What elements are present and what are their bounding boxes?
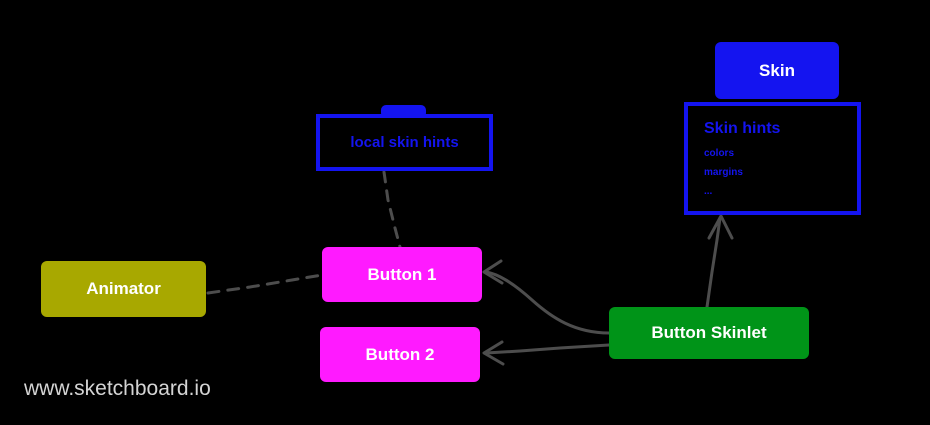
node-button-skinlet[interactable]: Button Skinlet xyxy=(609,307,809,359)
node-local-skin-hints-label: local skin hints xyxy=(350,134,459,151)
node-animator-label: Animator xyxy=(86,279,161,298)
node-button2[interactable]: Button 2 xyxy=(320,327,480,382)
node-animator[interactable]: Animator xyxy=(41,261,206,317)
node-button1-label: Button 1 xyxy=(367,264,437,284)
node-skin-hints-item: colors xyxy=(704,148,735,159)
node-button2-label: Button 2 xyxy=(365,344,435,364)
arrowhead-button2 xyxy=(482,340,505,366)
node-button1[interactable]: Button 1 xyxy=(322,247,482,302)
node-button-skinlet-label: Button Skinlet xyxy=(651,323,767,342)
node-skin-hints-item: margins xyxy=(704,167,743,178)
node-skin-hints-title: Skin hints xyxy=(704,120,781,137)
edge-button-skinlet-to-button2 xyxy=(484,343,611,355)
watermark: www.sketchboard.io xyxy=(24,377,211,400)
edge-button-skinlet-to-skin-hints xyxy=(705,216,722,309)
node-skin-hints-item: ... xyxy=(704,186,713,197)
edge-animator-to-button1 xyxy=(206,273,324,295)
arrowhead-skin-hints xyxy=(707,214,734,240)
node-skin-label: Skin xyxy=(759,60,795,80)
node-local-skin-hints[interactable]: local skin hints xyxy=(316,114,493,171)
edge-local-skin-hints-to-button1 xyxy=(382,170,402,249)
node-skin[interactable]: Skin xyxy=(715,42,839,99)
edge-button-skinlet-to-button1 xyxy=(484,270,611,335)
node-skin-hints[interactable]: Skin hints colors margins ... xyxy=(684,102,861,215)
arrowhead-button1 xyxy=(482,259,504,285)
